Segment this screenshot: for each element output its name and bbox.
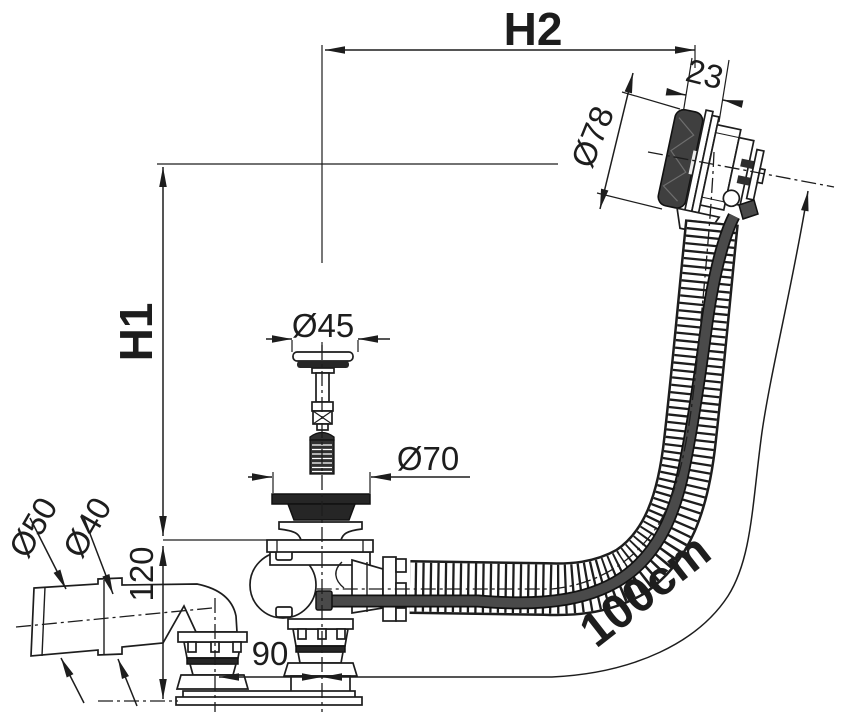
dim-label-outlet-diameter-outer: Ø50 bbox=[1, 491, 64, 564]
dim-label-outlet-spacing: 90 bbox=[252, 635, 289, 672]
dim-label-h2: H2 bbox=[504, 3, 563, 55]
bottom-drain-fitting bbox=[282, 618, 359, 694]
dim-label-overflow-depth: 23 bbox=[682, 51, 727, 96]
dim-line-78 bbox=[599, 72, 634, 210]
dim-label-under-tub-height: 120 bbox=[123, 546, 160, 601]
dim-label-h1: H1 bbox=[110, 303, 162, 362]
knob-grip-pattern bbox=[662, 117, 695, 202]
base-plate bbox=[175, 690, 363, 706]
outlet-elbow bbox=[30, 577, 238, 657]
dim-label-overflow-diameter: Ø78 bbox=[564, 101, 622, 173]
dim-label-flange-diameter: Ø70 bbox=[397, 440, 459, 477]
dimension-lines bbox=[29, 46, 809, 707]
dim-line-100cm bbox=[322, 190, 809, 681]
plug-assembly bbox=[292, 351, 354, 475]
dim-label-plug-diameter: Ø45 bbox=[292, 307, 354, 344]
plug-cap bbox=[292, 351, 354, 362]
elbow-connection-fitting bbox=[175, 631, 250, 690]
cable-head-fitting bbox=[738, 199, 759, 220]
dim-label-outlet-diameter-inner: Ø40 bbox=[55, 491, 118, 564]
cable-end-fitting bbox=[315, 590, 333, 611]
waste-flange bbox=[266, 493, 374, 553]
